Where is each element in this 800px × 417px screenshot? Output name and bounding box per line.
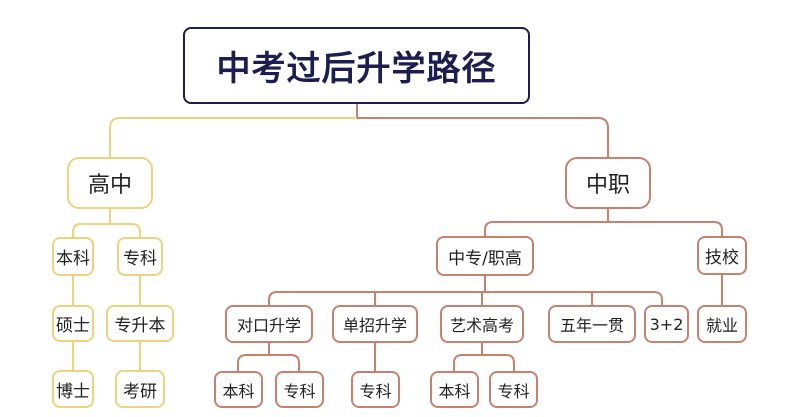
node-vocational: 中职 — [565, 157, 651, 209]
node-secondary-vocational: 中专/职高 — [436, 236, 534, 276]
node-direct-undergrad: 本科 — [214, 371, 263, 408]
node-path-five-year: 五年一贯 — [548, 305, 636, 343]
node-art-undergrad: 本科 — [430, 371, 479, 408]
diagram-title: 中考过后升学路径 — [183, 27, 530, 104]
node-doctorate: 博士 — [52, 370, 94, 408]
node-undergrad: 本科 — [52, 237, 94, 276]
node-upgrade-to-bachelor: 专升本 — [106, 305, 174, 342]
node-high-school: 高中 — [67, 157, 153, 209]
node-separate-junior-college: 专科 — [351, 371, 400, 408]
node-direct-junior-college: 专科 — [275, 371, 324, 408]
node-junior-college: 专科 — [117, 237, 163, 276]
node-path-separate-enrollment: 单招升学 — [332, 305, 418, 343]
node-masters: 硕士 — [52, 305, 94, 342]
node-path-3plus2: 3+2 — [644, 305, 689, 343]
node-art-junior-college: 专科 — [489, 371, 538, 408]
node-employment: 就业 — [697, 305, 747, 343]
node-postgrad-exam: 考研 — [115, 370, 165, 408]
node-path-art-exam: 艺术高考 — [440, 305, 524, 343]
node-technical-school: 技校 — [697, 236, 747, 275]
node-path-direct-admission: 对口升学 — [225, 305, 313, 343]
